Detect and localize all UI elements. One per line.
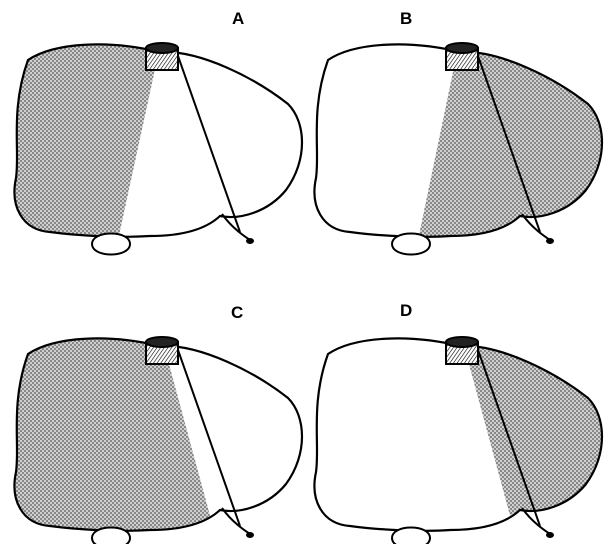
vena-cava-top-d	[446, 337, 478, 347]
vena-cava-top-b	[446, 43, 478, 53]
ligament-end-c	[246, 532, 254, 538]
vena-cava-top-a	[146, 43, 178, 53]
gallbladder-c	[92, 528, 130, 544]
gallbladder-d	[392, 528, 430, 544]
ligament-a	[178, 56, 240, 232]
liver-panel-b	[300, 0, 613, 255]
shaded-region-d	[300, 294, 613, 534]
panel-label-a: A	[232, 9, 244, 28]
ligament-end-a	[246, 238, 254, 244]
ligament-end-b	[546, 238, 554, 244]
liver-panel-a	[0, 0, 320, 255]
panel-label-d: D	[400, 301, 412, 320]
panel-label-c: C	[231, 303, 243, 322]
ligament-end-d	[546, 532, 554, 538]
gallbladder-a	[92, 234, 130, 255]
gallbladder-b	[392, 234, 430, 255]
panel-label-b: B	[400, 9, 412, 28]
shaded-region-b	[300, 0, 613, 240]
liver-panel-d	[300, 294, 613, 544]
liver-panel-c	[0, 294, 320, 544]
vena-cava-top-c	[146, 337, 178, 347]
